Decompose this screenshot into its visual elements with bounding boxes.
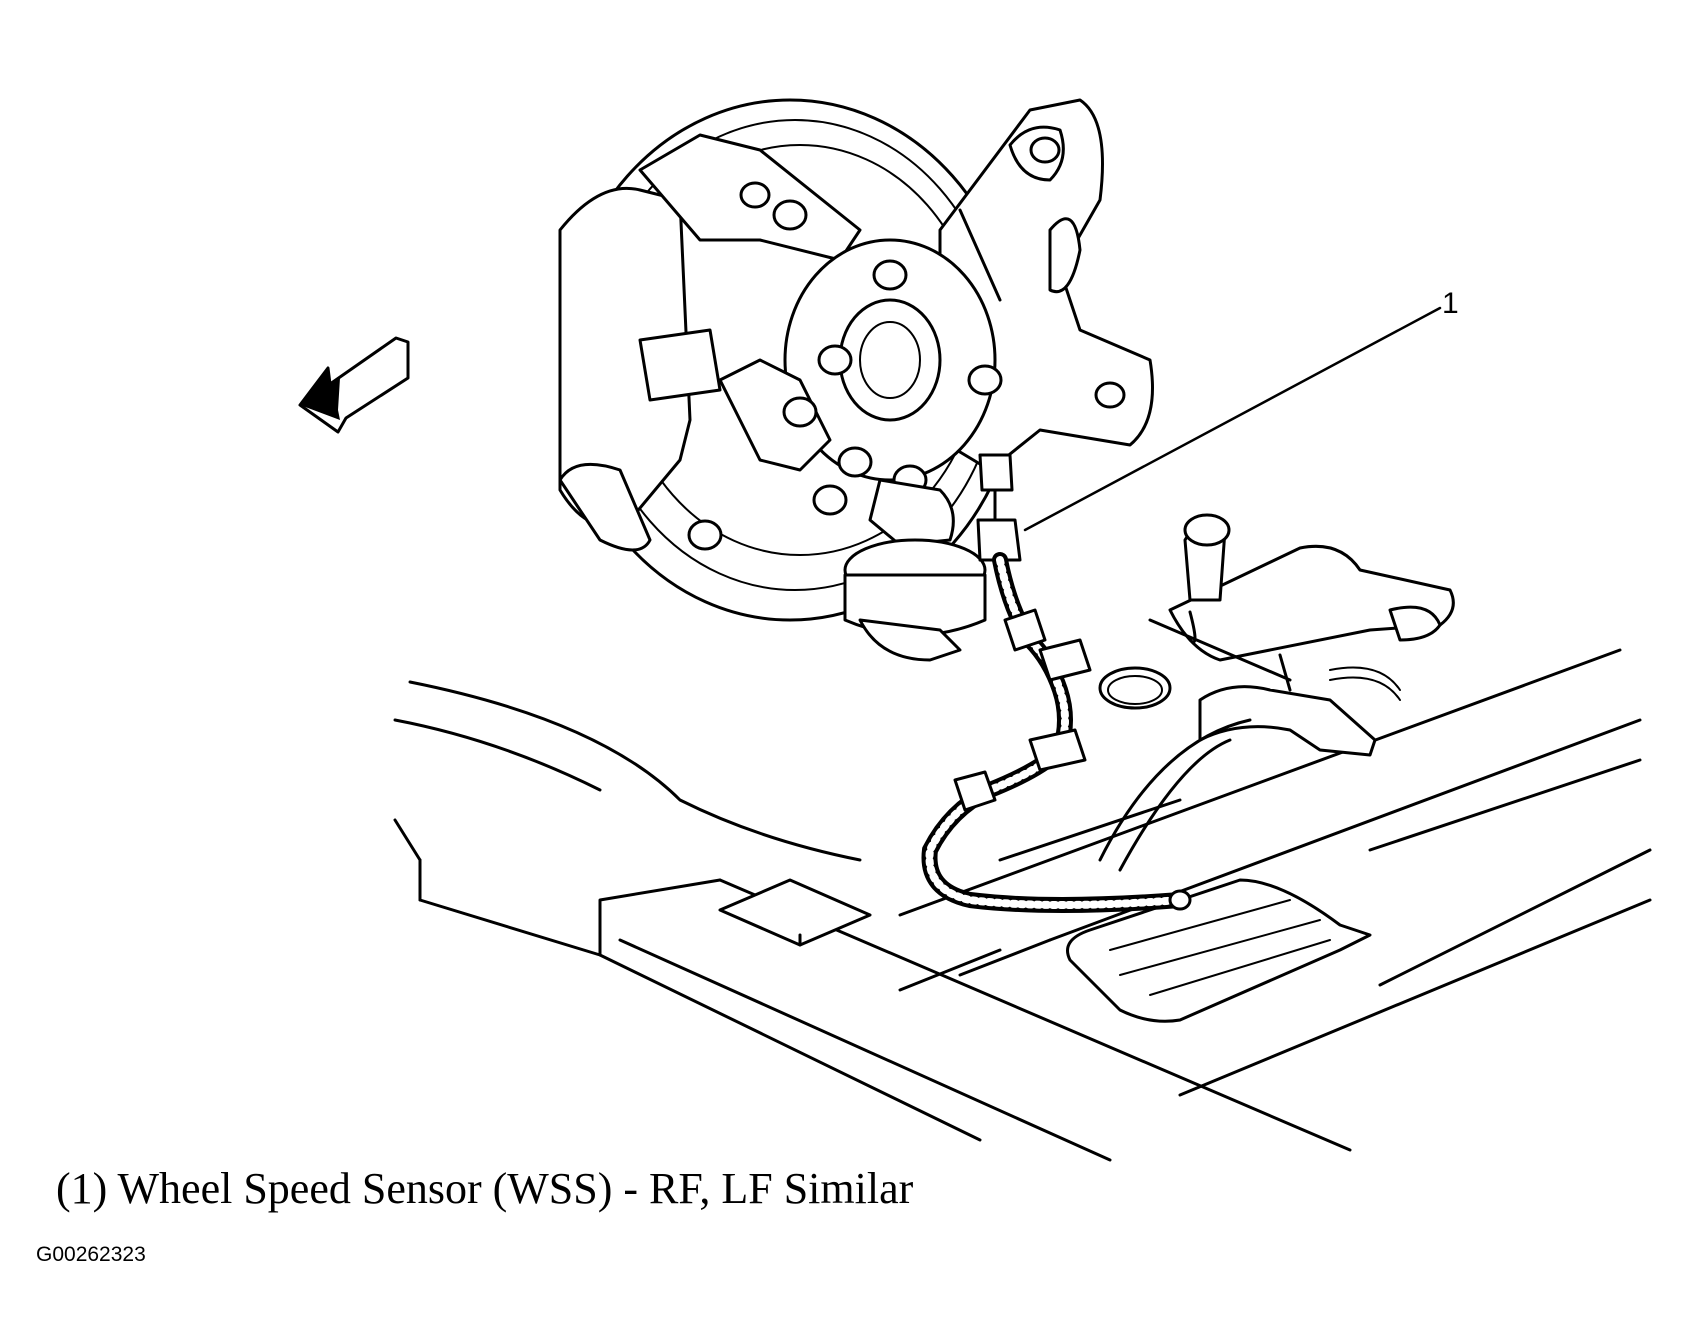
figure-caption: (1) Wheel Speed Sensor (WSS) - RF, LF Si… [56,1164,914,1213]
harness-bracket [1098,653,1401,872]
front-direction-arrow-icon [298,336,410,434]
tie-rod-assembly [1148,513,1455,682]
figure-id: G00262323 [36,1243,146,1266]
callout-leader-line [1023,306,1442,532]
wheel-speed-sensor [976,453,1022,562]
floor-pocket [1066,878,1372,1023]
access-hole [1098,666,1172,710]
callout-number: 1 [1442,287,1459,320]
wheel-hub [718,238,997,482]
lower-ball-joint [843,478,987,662]
sensor-harness [921,552,1192,913]
